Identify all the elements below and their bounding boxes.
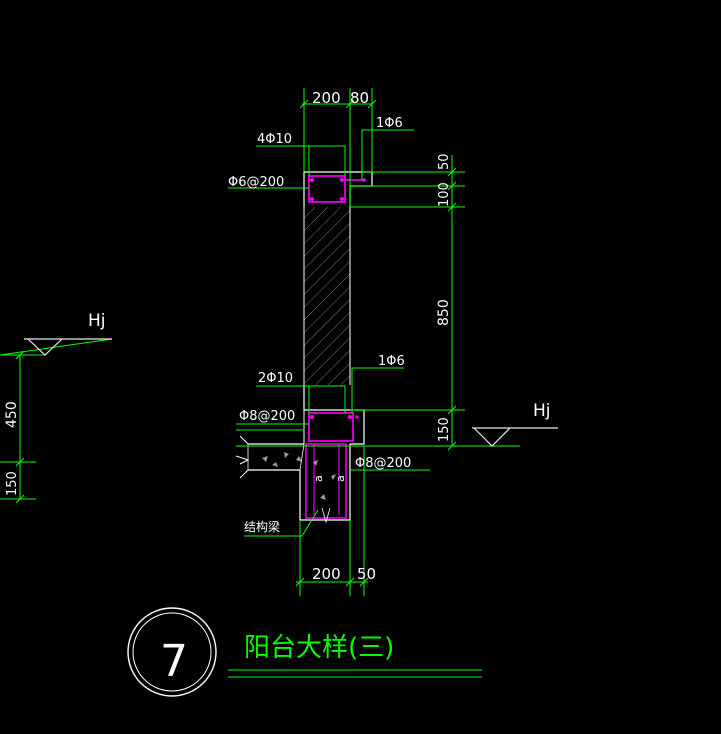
dim-vertical-850: 850 [436,299,452,326]
label-mid-bars: 2Φ10 [258,371,293,386]
level-label-right: Hj [533,401,551,421]
dimension-lines [0,88,520,678]
dim-vertical-50: 50 [437,153,452,170]
mid-band [303,385,365,445]
detail-number-circle [127,607,217,697]
detail-title: 阳台大样(三) [244,633,394,663]
dim-bottom-width: 200 [312,565,341,583]
level-marker-right [472,427,558,447]
level-label-left: Hj [88,311,106,331]
label-mid-stirrup: Φ8@200 [239,409,295,424]
label-top-bars: 4Φ10 [257,132,292,147]
parapet-wall [303,207,351,385]
beam-mark-left: a [312,475,325,482]
dim-bottom-offset: 50 [357,565,376,583]
dim-vertical-150-right: 150 [437,417,452,442]
label-top-stirrup: Φ6@200 [228,175,284,190]
level-marker-left [24,338,112,356]
beam-mark-right: a [334,475,347,482]
dim-top-offset: 80 [350,89,369,107]
floor-slab [235,435,304,479]
dim-left-150: 150 [5,471,20,496]
dim-left-450: 450 [4,401,20,428]
dim-vertical-100: 100 [437,182,452,207]
label-beam-stirrup: Φ8@200 [355,456,411,471]
detail-number: 7 [160,636,188,687]
label-structural-beam: 结构梁 [244,519,280,534]
label-top-tie: 1Φ6 [376,116,403,131]
dim-top-width: 200 [312,89,341,107]
structural-beam [299,443,351,524]
label-mid-tie: 1Φ6 [378,354,405,369]
